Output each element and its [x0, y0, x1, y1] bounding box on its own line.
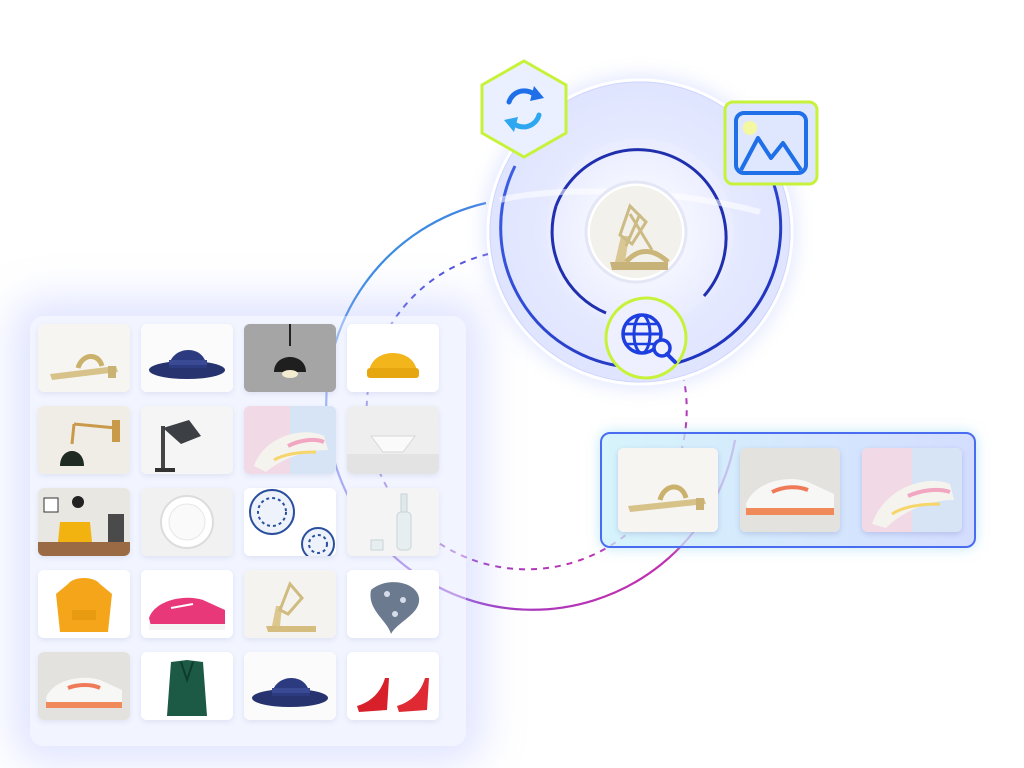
web-search-badge[interactable]	[604, 296, 688, 380]
catalog-item[interactable]	[347, 570, 439, 638]
catalog-item[interactable]	[347, 324, 439, 392]
catalog-item[interactable]	[347, 406, 439, 474]
catalog-item[interactable]	[141, 488, 233, 556]
catalog-item[interactable]	[347, 652, 439, 720]
image-landscape-icon	[734, 111, 808, 175]
catalog-item[interactable]	[141, 570, 233, 638]
catalog-item[interactable]	[38, 570, 130, 638]
catalog-item[interactable]	[38, 324, 130, 392]
query-image	[584, 180, 688, 284]
catalog-item[interactable]	[244, 652, 336, 720]
catalog-item[interactable]	[38, 488, 130, 556]
result-item[interactable]	[862, 448, 962, 532]
globe-search-icon	[621, 313, 677, 364]
sync-badge[interactable]	[480, 59, 568, 159]
catalog-item[interactable]	[244, 570, 336, 638]
result-item[interactable]	[740, 448, 840, 532]
catalog-item[interactable]	[141, 406, 233, 474]
catalog-item[interactable]	[141, 652, 233, 720]
catalog-item[interactable]	[141, 324, 233, 392]
catalog-item[interactable]	[38, 652, 130, 720]
search-results-panel	[600, 432, 976, 548]
catalog-item[interactable]	[244, 406, 336, 474]
refresh-icon	[504, 86, 544, 132]
catalog-item[interactable]	[38, 406, 130, 474]
catalog-item[interactable]	[244, 324, 336, 392]
catalog-item[interactable]	[244, 488, 336, 556]
catalog-image-grid	[30, 316, 466, 746]
catalog-item[interactable]	[347, 488, 439, 556]
result-item[interactable]	[618, 448, 718, 532]
image-badge[interactable]	[723, 100, 819, 186]
